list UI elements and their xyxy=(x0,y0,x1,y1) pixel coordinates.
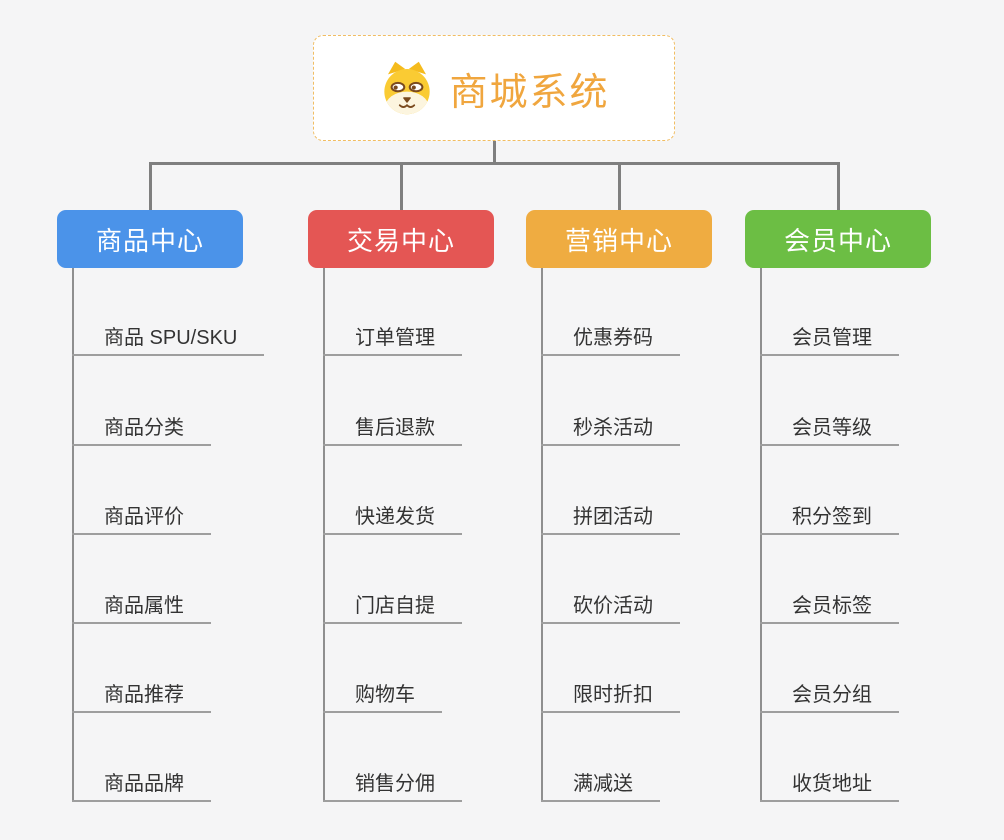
branch-item[interactable]: 优惠券码 xyxy=(541,316,680,356)
branch-item[interactable]: 购物车 xyxy=(323,673,442,713)
branch-item[interactable]: 积分签到 xyxy=(760,495,899,535)
branch-header-product[interactable]: 商品中心 xyxy=(57,210,243,268)
branch-item[interactable]: 会员等级 xyxy=(760,406,899,446)
connector-drop-marketing xyxy=(618,162,621,210)
branch-item[interactable]: 砍价活动 xyxy=(541,584,680,624)
connector-drop-trade xyxy=(400,162,403,210)
connector-drop-product xyxy=(149,162,152,210)
connector-bus xyxy=(149,162,840,165)
branch-item[interactable]: 订单管理 xyxy=(323,316,462,356)
branch-header-marketing[interactable]: 营销中心 xyxy=(526,210,712,268)
branch-item[interactable]: 会员标签 xyxy=(760,584,899,624)
branch-item[interactable]: 限时折扣 xyxy=(541,673,680,713)
doge-icon xyxy=(384,61,431,115)
branch-member-center: 会员中心 会员管理 会员等级 积分签到 会员标签 会员分组 收货地址 xyxy=(745,210,1004,810)
branch-item[interactable]: 会员分组 xyxy=(760,673,899,713)
branch-trade-center: 交易中心 订单管理 售后退款 快递发货 门店自提 购物车 销售分佣 xyxy=(308,210,568,810)
branch-item[interactable]: 商品属性 xyxy=(72,584,211,624)
branch-item[interactable]: 销售分佣 xyxy=(323,762,462,802)
branch-item[interactable]: 门店自提 xyxy=(323,584,462,624)
branch-item[interactable]: 售后退款 xyxy=(323,406,462,446)
connector-root-stub xyxy=(493,140,496,163)
branch-marketing-center: 营销中心 优惠券码 秒杀活动 拼团活动 砍价活动 限时折扣 满减送 xyxy=(526,210,786,810)
branch-item[interactable]: 商品 SPU/SKU xyxy=(72,316,265,356)
connector-drop-member xyxy=(837,162,840,210)
branch-header-member[interactable]: 会员中心 xyxy=(745,210,931,268)
branch-item[interactable]: 快递发货 xyxy=(323,495,462,535)
branch-item[interactable]: 商品推荐 xyxy=(72,673,211,713)
branch-item[interactable]: 商品品牌 xyxy=(72,762,211,802)
branch-item[interactable]: 会员管理 xyxy=(760,316,899,356)
branch-header-trade[interactable]: 交易中心 xyxy=(308,210,494,268)
root-node[interactable]: 商城系统 xyxy=(313,35,675,141)
branch-item[interactable]: 拼团活动 xyxy=(541,495,680,535)
branch-item[interactable]: 收货地址 xyxy=(760,762,899,802)
root-title: 商城系统 xyxy=(449,71,610,114)
branch-item[interactable]: 满减送 xyxy=(541,762,660,802)
branch-item[interactable]: 商品分类 xyxy=(72,406,211,446)
branch-product-center: 商品中心 商品 SPU/SKU 商品分类 商品评价 商品属性 商品推荐 商品品牌 xyxy=(57,210,317,810)
branch-item[interactable]: 商品评价 xyxy=(72,495,211,535)
branch-item[interactable]: 秒杀活动 xyxy=(541,406,680,446)
